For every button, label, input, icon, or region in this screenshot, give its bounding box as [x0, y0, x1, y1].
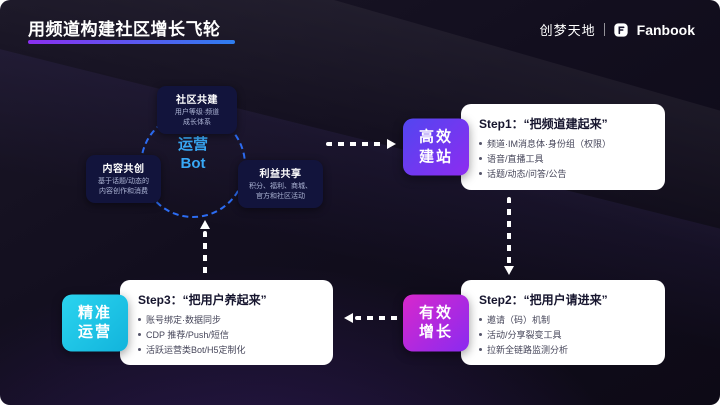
bullet-dot-icon: [479, 332, 482, 336]
card-step1-title: Step1：“把频道建起来”: [479, 117, 608, 131]
card-step2-body: Step2：“把用户请进来” 邀请（码）机制 活动/分享裂变工具 拉新全链路监测…: [461, 280, 665, 365]
flywheel-center-label: 运营 Bot: [150, 136, 236, 174]
bullet-dot-icon: [138, 332, 141, 336]
title-underline: [28, 40, 235, 44]
brand-company: 创梦天地: [539, 23, 596, 38]
card-step2-bullets: 邀请（码）机制 活动/分享裂变工具 拉新全链路监测分析: [479, 313, 657, 358]
card-step2-title: Step2：“把用户请进来”: [479, 293, 608, 307]
bullet-item: 活动/分享裂变工具: [479, 328, 657, 343]
node-benefit-share: 利益共享 积分、福利、商城、 官方和社区活动: [238, 160, 323, 208]
bullet-item: 频道·IM消息体·身份组（权限）: [479, 137, 657, 152]
arrow-step3-to-circle: [200, 220, 210, 276]
node-title: 内容共创: [102, 164, 145, 175]
flywheel-center-line1: 运营: [177, 136, 208, 153]
bullet-dot-icon: [479, 318, 482, 321]
node-community-cobuild: 社区共建 用户等级·频道 成长体系: [157, 86, 237, 134]
node-content-cocreate: 内容共创 基于话题/动态的 内容创作和消费: [86, 155, 161, 203]
bullet-item: 话题/动态/问答/公告: [479, 167, 657, 182]
bullet-dot-icon: [479, 347, 482, 351]
bullet-dot-icon: [479, 171, 482, 175]
bullet-item: 账号绑定·数据同步: [138, 313, 325, 328]
bullet-item: CDP 推荐/Push/短信: [138, 328, 325, 343]
arrow-head-right-icon: [387, 139, 396, 149]
card-step3-body: Step3：“把用户养起来” 账号绑定·数据同步 CDP 推荐/Push/短信 …: [120, 280, 333, 365]
bullet-item: 邀请（码）机制: [479, 313, 657, 328]
card-step1-bullets: 频道·IM消息体·身份组（权限） 语音/直播工具 话题/动态/问答/公告: [479, 137, 657, 182]
brand-product: Fanbook: [636, 21, 695, 38]
arrow-step1-to-step2: [504, 197, 514, 275]
arrow-head-up-icon: [200, 220, 210, 229]
node-title: 利益共享: [259, 169, 302, 180]
card-step1: 高效 建站 Step1：“把频道建起来” 频道·IM消息体·身份组（权限） 语音…: [403, 104, 665, 190]
card-step3-bullets: 账号绑定·数据同步 CDP 推荐/Push/短信 活跃运营类Bot/H5定制化: [138, 313, 325, 358]
arrow-step2-to-step3: [344, 313, 400, 323]
arrow-head-down-icon: [504, 266, 514, 275]
bullet-dot-icon: [138, 347, 141, 351]
bullet-item: 拉新全链路监测分析: [479, 343, 657, 358]
brand: 创梦天地 Fanbook: [540, 20, 695, 39]
card-step3-title: Step3：“把用户养起来”: [138, 293, 267, 307]
node-subtitle: 用户等级·频道 成长体系: [174, 109, 220, 126]
node-subtitle: 基于话题/动态的 内容创作和消费: [98, 178, 149, 195]
fanbook-logo-icon: [613, 22, 629, 38]
card-step3-label: 精准 运营: [62, 294, 128, 351]
node-subtitle: 积分、福利、商城、 官方和社区活动: [249, 183, 312, 200]
bullet-dot-icon: [138, 318, 141, 321]
card-step1-body: Step1：“把频道建起来” 频道·IM消息体·身份组（权限） 语音/直播工具 …: [461, 104, 665, 190]
card-step3: 精准 运营 Step3：“把用户养起来” 账号绑定·数据同步 CDP 推荐/Pu…: [62, 280, 333, 365]
page-title: 用频道构建社区增长飞轮: [28, 20, 221, 39]
flywheel-center-line2: Bot: [180, 154, 206, 172]
brand-separator: [603, 23, 605, 36]
node-title: 社区共建: [176, 95, 218, 106]
bullet-item: 活跃运营类Bot/H5定制化: [138, 343, 325, 358]
card-step2-label: 有效 增长: [403, 294, 469, 351]
bullet-item: 语音/直播工具: [479, 152, 657, 167]
card-step1-label: 高效 建站: [403, 118, 469, 176]
bullet-dot-icon: [479, 156, 482, 160]
bullet-dot-icon: [479, 142, 482, 145]
arrow-head-left-icon: [344, 313, 353, 323]
arrow-circle-to-step1: [326, 139, 396, 149]
card-step2: 有效 增长 Step2：“把用户请进来” 邀请（码）机制 活动/分享裂变工具 拉…: [403, 280, 665, 365]
